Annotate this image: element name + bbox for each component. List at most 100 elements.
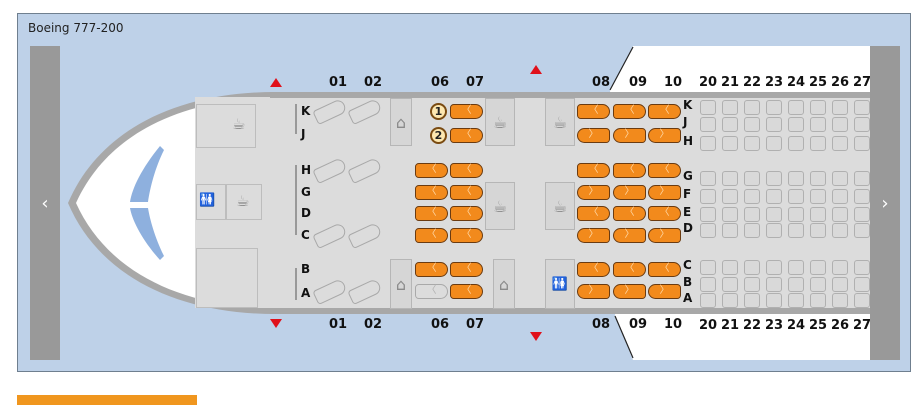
seat-08G[interactable]: 〈 [577,163,610,178]
seat-06K[interactable]: 1 [430,103,447,120]
row-letter: J [683,115,688,129]
column-label: 01 [328,75,348,90]
seat-09H[interactable]: 〉 [613,128,646,143]
economy-seat-23D [766,223,782,238]
row-letter: G [301,185,311,199]
economy-seat-24K [788,100,804,115]
cup-icon: ☕ [236,192,250,210]
seat-10C[interactable]: 〈 [648,262,681,277]
front-galley [196,104,256,148]
column-label: 08 [591,317,611,332]
economy-seat-21E [722,207,738,222]
economy-seat-26A [832,293,848,308]
seat-08A[interactable]: 〉 [577,284,610,299]
scroll-left-button[interactable]: ‹ [30,46,60,360]
seat-09D[interactable]: 〉 [613,228,646,243]
seat-08E[interactable]: 〈 [577,206,610,221]
seat-08K[interactable]: 〈 [577,104,610,119]
seat-10A[interactable]: 〉 [648,284,681,299]
lavatory-icon: 🚻 [545,259,575,309]
seat-08C[interactable]: 〈 [577,262,610,277]
row-letter: A [301,286,311,300]
economy-seat-27E [854,207,870,222]
economy-seat-22D [744,223,760,238]
economy-seat-20E [700,207,716,222]
seat-10K[interactable]: 〈 [648,104,681,119]
economy-seat-21B [722,277,738,292]
column-label: 06 [430,317,450,332]
scroll-right-button[interactable]: › [870,46,900,360]
seat-08F[interactable]: 〉 [577,185,610,200]
economy-seat-25H [810,136,826,151]
column-label: 22 [742,75,762,90]
seat-09C[interactable]: 〈 [613,262,646,277]
column-label: 25 [808,318,828,333]
economy-seat-21C [722,260,738,275]
seat-10F[interactable]: 〉 [648,185,681,200]
seat-08H[interactable]: 〉 [577,128,610,143]
hanger-icon: ⌂ [493,259,515,309]
seat-06B[interactable]: 〈 [415,262,448,277]
column-label: 09 [628,75,648,90]
economy-seat-26K [832,100,848,115]
seat-07J[interactable]: 〈 [450,128,483,143]
cup-icon: ☕ [545,98,575,146]
seat-07B[interactable]: 〈 [450,262,483,277]
economy-seat-25D [810,223,826,238]
economy-seat-23A [766,293,782,308]
economy-seat-25A [810,293,826,308]
continue-button[interactable] [17,395,197,405]
economy-seat-23B [766,277,782,292]
seat-09A[interactable]: 〉 [613,284,646,299]
economy-seat-22H [744,136,760,151]
seat-07H[interactable]: 〈 [450,163,483,178]
economy-seat-24C [788,260,804,275]
seat-10H[interactable]: 〉 [648,128,681,143]
column-label: 09 [628,317,648,332]
exit-divider [295,165,297,235]
seat-06H[interactable]: 〈 [415,163,448,178]
economy-seat-22C [744,260,760,275]
row-letter: H [301,163,312,177]
column-label: 10 [663,317,683,332]
seat-06C[interactable]: 〈 [415,228,448,243]
seat-09E[interactable]: 〈 [613,206,646,221]
seat-07G[interactable]: 〈 [450,185,483,200]
economy-seat-26C [832,260,848,275]
seat-07D[interactable]: 〈 [450,206,483,221]
seat-07A[interactable]: 〈 [450,284,483,299]
seat-06D[interactable]: 〈 [415,206,448,221]
seat-10G[interactable]: 〈 [648,163,681,178]
column-label: 21 [720,318,740,333]
seat-09F[interactable]: 〉 [613,185,646,200]
economy-seat-23C [766,260,782,275]
seat-10E[interactable]: 〈 [648,206,681,221]
column-label: 24 [786,318,806,333]
seat-09K[interactable]: 〈 [613,104,646,119]
seat-10D[interactable]: 〉 [648,228,681,243]
cup-icon: ☕ [545,182,575,230]
seat-08D[interactable]: 〉 [577,228,610,243]
exit-divider [295,268,297,300]
column-label: 27 [852,75,872,90]
economy-seat-26E [832,207,848,222]
seat-09G[interactable]: 〈 [613,163,646,178]
economy-seat-21H [722,136,738,151]
column-label: 20 [698,75,718,90]
economy-seat-22A [744,293,760,308]
row-letter: D [301,206,311,220]
seat-06G[interactable]: 〈 [415,185,448,200]
seat-07K[interactable]: 〈 [450,104,483,119]
economy-seat-21F [722,189,738,204]
seat-07C[interactable]: 〈 [450,228,483,243]
column-label: 08 [591,75,611,90]
row-letter: H [683,134,694,148]
fuselage-wall-top [270,92,871,98]
seat-06J[interactable]: 2 [430,127,447,144]
exit-arrow-down-icon [270,319,282,328]
chevron-left-icon: ‹ [41,192,49,214]
economy-seat-26B [832,277,848,292]
front-lavatory [196,184,226,220]
row-letter: C [301,228,310,242]
economy-seat-24D [788,223,804,238]
